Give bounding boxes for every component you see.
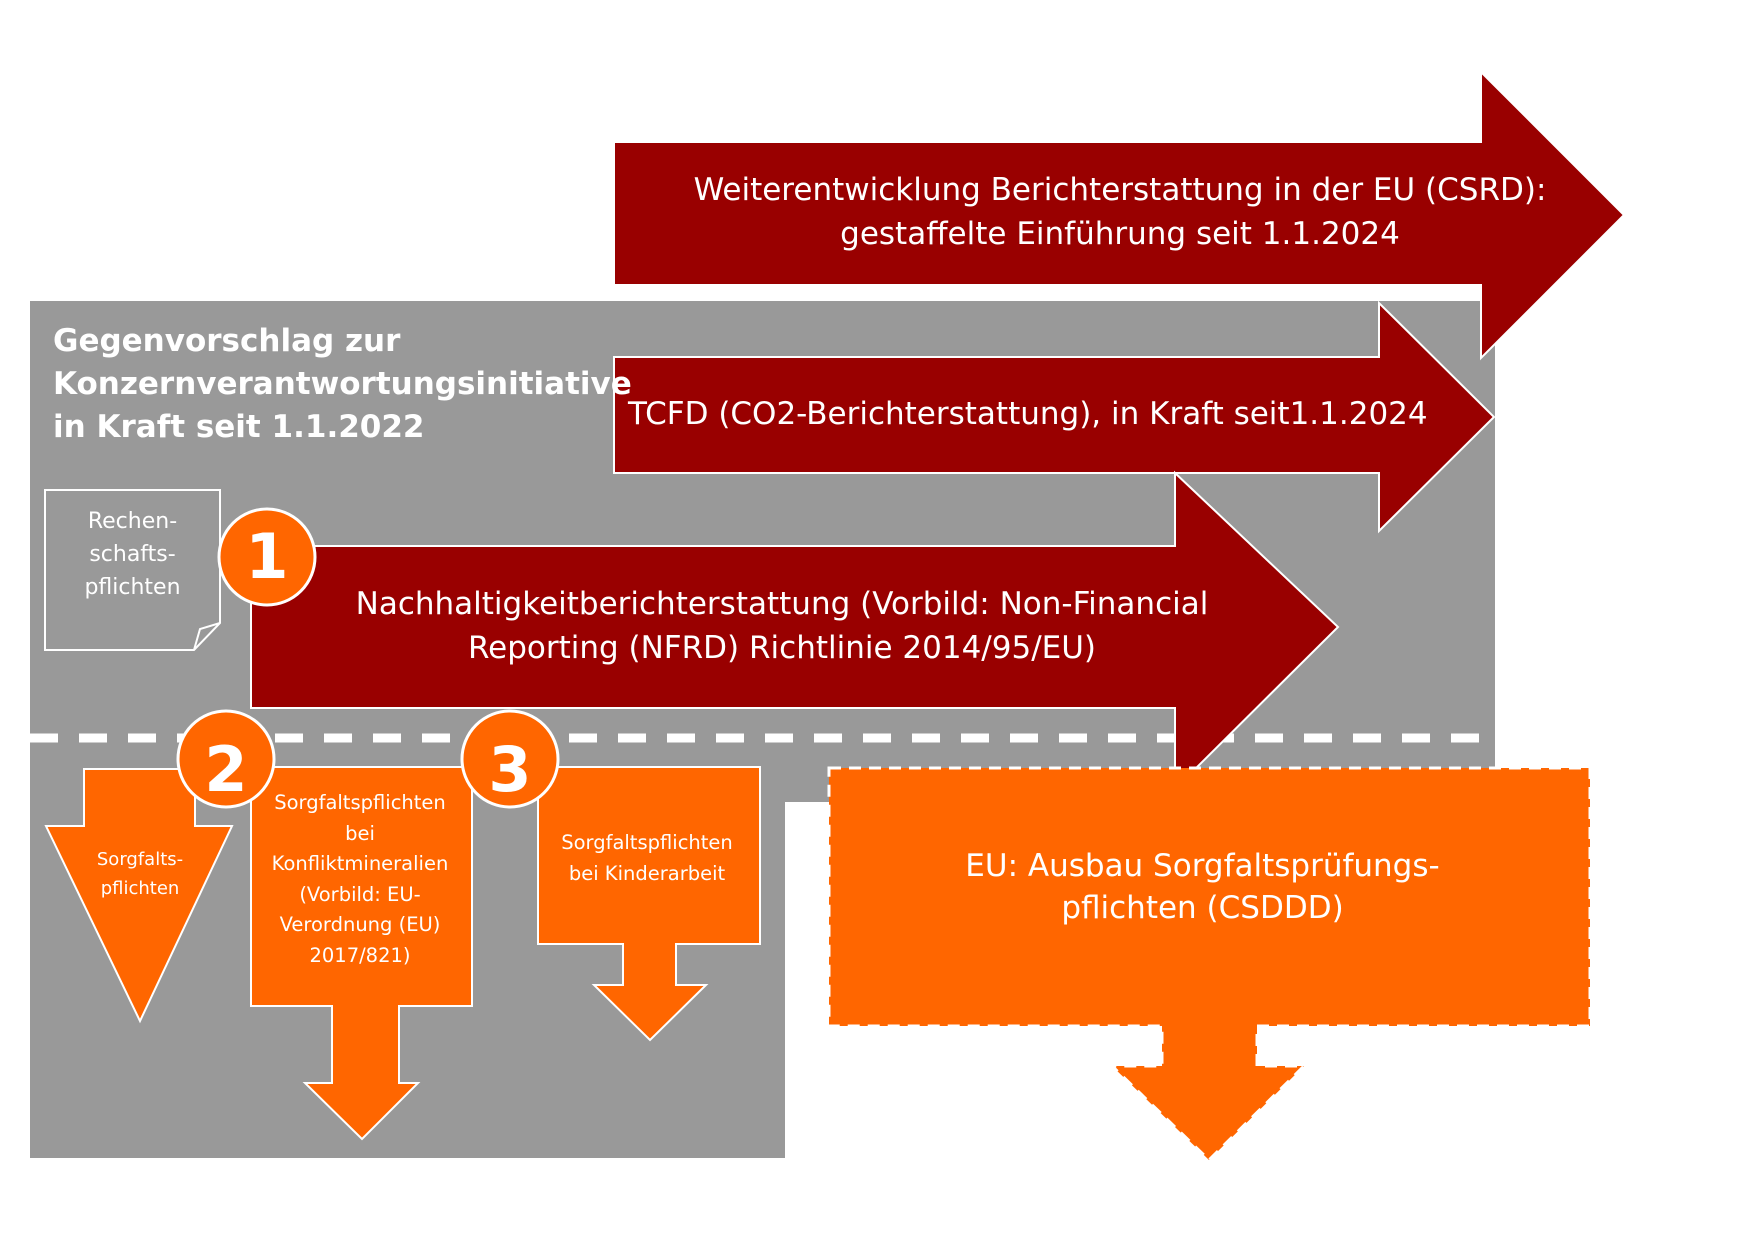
konflikt-line-1: Sorgfaltspflichten — [274, 791, 446, 814]
sorgfalt-line-2: pflichten — [100, 878, 180, 899]
title-line-3: in Kraft seit 1.1.2022 — [53, 409, 425, 445]
konflikt-line-2: bei — [345, 821, 375, 845]
title-block: Gegenvorschlag zur Konzernverantwortungs… — [53, 320, 632, 449]
tcfd-arrow-text: TCFD (CO2-Berichterstattung), in Kraft s… — [628, 396, 1428, 432]
kinderarbeit-arrow-text: Sorgfaltspflichten bei Kinderarbeit — [537, 828, 757, 889]
badge-2-circle — [176, 709, 276, 809]
nfrd-arrow-text: Nachhaltigkeitberichterstattung (Vorbild… — [262, 582, 1302, 670]
konflikt-line-6: 2017/821) — [309, 943, 411, 967]
kinderarbeit-arrow — [537, 766, 761, 1042]
badge-3-number: 3 — [488, 733, 532, 806]
csrd-arrow-text: Weiterentwicklung Berichterstattung in d… — [615, 168, 1625, 256]
nfrd-line-1: Nachhaltigkeitberichterstattung (Vorbild… — [355, 586, 1209, 622]
csrd-line-1: Weiterentwicklung Berichterstattung in d… — [693, 172, 1547, 208]
rechenschaft-note — [44, 489, 221, 651]
csrd-line-2: gestaffelte Einführung seit 1.1.2024 — [840, 216, 1400, 252]
badge-1-circle — [217, 507, 317, 607]
konfliktmineralien-arrow — [250, 766, 473, 1141]
csrd-arrow — [613, 69, 1626, 361]
rech-line-1: Rechen- — [87, 509, 178, 534]
title-line-1: Gegenvorschlag zur — [53, 323, 401, 359]
konflikt-line-3: Konfliktmineralien — [271, 852, 449, 875]
csddd-arrow — [827, 766, 1592, 1163]
sorgfalt-line-1: Sorgfalts- — [96, 849, 184, 870]
tcfd-arrow — [613, 300, 1496, 534]
sorgfalt-arrow-text: Sorgfalts- pflichten — [60, 845, 220, 903]
note-fold — [193, 622, 221, 651]
rech-line-2: schafts- — [89, 542, 176, 567]
nfrd-line-2: Reporting (NFRD) Richtlinie 2014/95/EU) — [467, 630, 1097, 666]
nfrd-arrow — [250, 470, 1340, 792]
badge-3-circle — [460, 709, 560, 809]
csddd-arrow-text: EU: Ausbau Sorgfaltsprüfungs- pflichten … — [830, 845, 1575, 929]
kinder-line-2: bei Kinderarbeit — [568, 861, 726, 885]
konflikt-line-5: Verordnung (EU) — [279, 913, 441, 936]
badge-2-number: 2 — [204, 733, 248, 806]
csddd-line-1: EU: Ausbau Sorgfaltsprüfungs- — [965, 848, 1440, 884]
konflikt-line-4: (Vorbild: EU- — [299, 882, 421, 906]
title-line-2: Konzernverantwortungsinitiative — [53, 366, 632, 402]
rechenschaft-note-text: Rechen- schafts- pflichten — [45, 505, 220, 604]
csddd-line-2: pflichten (CSDDD) — [1061, 890, 1344, 926]
badge-1-number: 1 — [245, 520, 289, 593]
konfliktmineralien-arrow-text: Sorgfaltspflichten bei Konfliktmineralie… — [250, 788, 470, 971]
kinder-line-1: Sorgfaltspflichten — [561, 831, 733, 854]
rech-line-3: pflichten — [84, 575, 181, 600]
